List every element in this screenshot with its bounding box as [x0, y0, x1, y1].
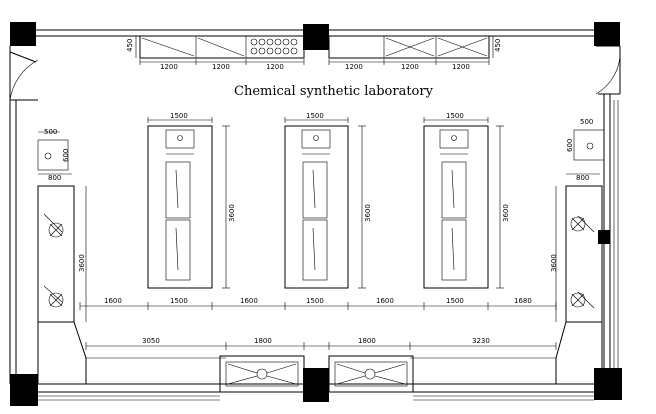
bottom-hood-left: [219, 355, 305, 393]
left-fan-unit-1: [43, 213, 64, 238]
dim-bottom-3: 1800: [358, 337, 376, 345]
dim-island-width-2: 1500: [306, 112, 324, 120]
island-bench-1: [147, 117, 230, 289]
dim-depth-left: 450: [126, 39, 134, 52]
column-right-middle: [598, 230, 610, 244]
dim-bottom-4: 3230: [472, 337, 490, 345]
bottom-dimension-line: [85, 342, 557, 350]
top-bench-left: [139, 35, 305, 59]
column-bottom-left: [10, 374, 38, 406]
dim-top-4: 1200: [345, 63, 363, 71]
dim-right-side-width: 800: [576, 174, 589, 182]
dim-gap-6: 1500: [446, 297, 464, 305]
dim-gap-1: 1600: [104, 297, 122, 305]
right-fan-unit-2: [570, 291, 595, 309]
dim-island-length-2: 3600: [364, 204, 372, 222]
dim-right-side-length: 3600: [550, 254, 558, 272]
column-bottom-right: [594, 368, 622, 400]
door-right: [595, 45, 621, 95]
dim-gap-3: 1600: [240, 297, 258, 305]
dim-top-2: 1200: [212, 63, 230, 71]
column-bottom-middle: [303, 368, 329, 402]
page-title: Chemical synthetic laboratory: [234, 84, 434, 99]
columns: [10, 22, 622, 406]
dim-bottom-1: 3050: [142, 337, 160, 345]
column-top-right: [594, 22, 620, 46]
dim-island-width-3: 1500: [446, 112, 464, 120]
dim-left-side-length: 3600: [78, 254, 86, 272]
left-fan-unit-2: [43, 285, 64, 308]
dim-right-sink-width: 500: [580, 118, 593, 126]
dim-gap-7: 1680: [514, 297, 532, 305]
dim-gap-4: 1500: [306, 297, 324, 305]
right-window-lines: [613, 100, 619, 368]
dim-bottom-2: 1800: [254, 337, 272, 345]
dim-top-6: 1200: [452, 63, 470, 71]
left-l-bench: [37, 321, 226, 384]
right-fan-unit-1: [570, 215, 595, 233]
top-bench-right: [328, 35, 490, 59]
right-side-bench: [555, 129, 605, 323]
dim-left-sink-depth: 600: [62, 149, 70, 162]
column-top-left: [10, 22, 36, 46]
column-top-middle: [303, 24, 329, 50]
island-bench-2: [284, 117, 366, 289]
left-sink: [44, 152, 52, 160]
right-l-bench: [410, 321, 603, 384]
right-sink: [586, 142, 594, 150]
dim-island-length-3: 3600: [502, 204, 510, 222]
top-dimension-line: [139, 59, 490, 65]
dim-gap-2: 1500: [170, 297, 188, 305]
dim-left-sink-width: 500: [44, 128, 57, 136]
dim-top-1: 1200: [160, 63, 178, 71]
dim-top-3: 1200: [266, 63, 284, 71]
dim-depth-right: 450: [494, 39, 502, 52]
dim-island-width-1: 1500: [170, 112, 188, 120]
dim-top-5: 1200: [401, 63, 419, 71]
reagent-circles: [250, 38, 298, 55]
bottom-hood-right: [328, 355, 414, 393]
door-left: [9, 46, 39, 101]
dim-gap-5: 1600: [376, 297, 394, 305]
dim-right-sink-depth: 600: [566, 139, 574, 152]
dim-left-side-width: 800: [48, 174, 61, 182]
dim-island-length-1: 3600: [228, 204, 236, 222]
island-bench-3: [423, 117, 504, 289]
bottom-window-lines: [38, 395, 594, 401]
